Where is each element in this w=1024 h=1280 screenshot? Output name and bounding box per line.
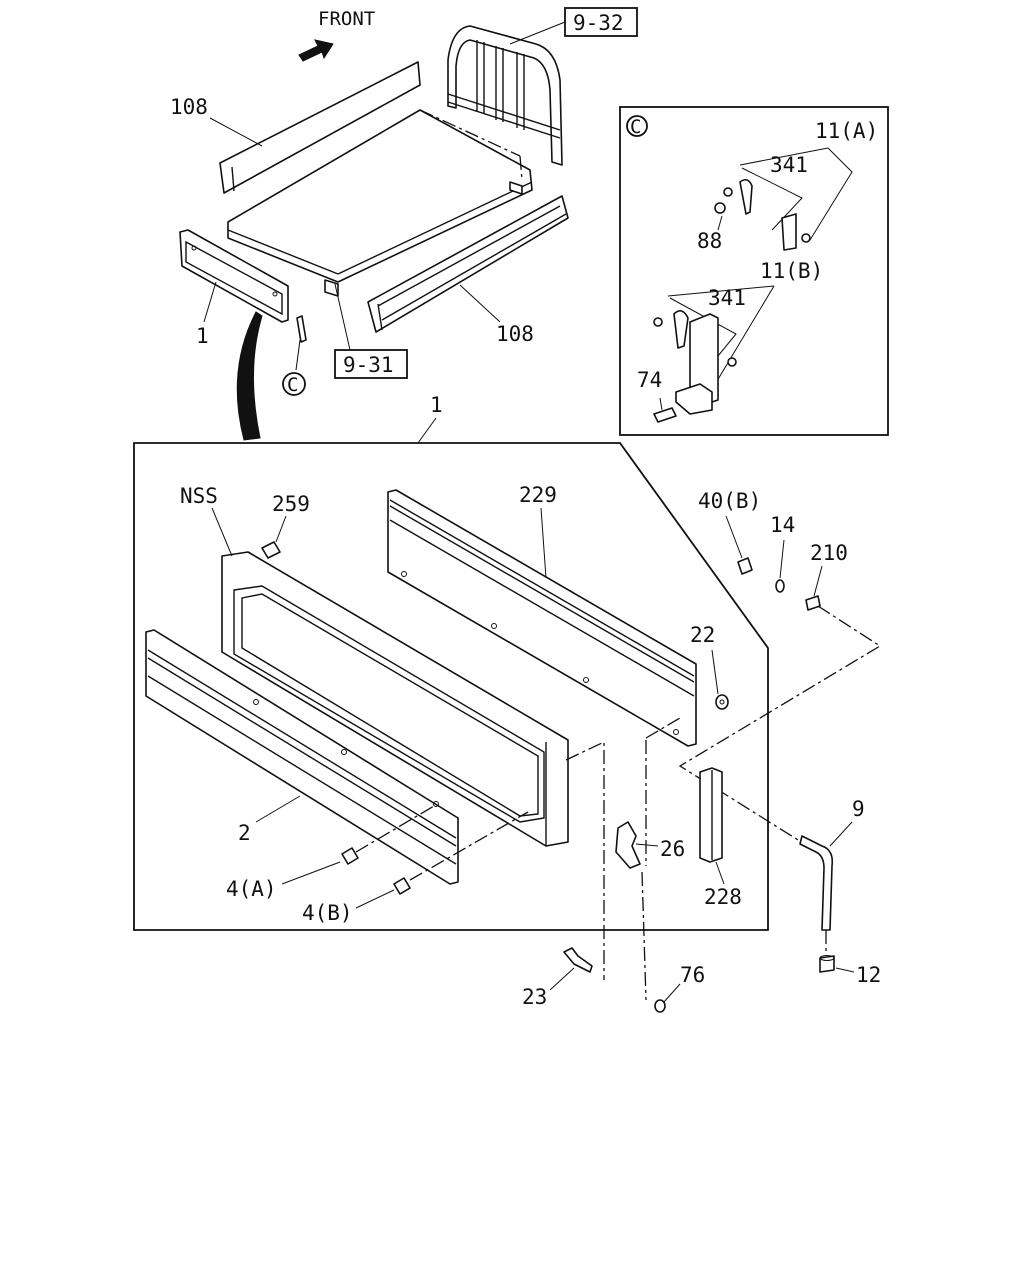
p210-label: 210: [810, 541, 848, 565]
detail-c-box: C 11(A) 341 88 11(B) 341 74: [619, 106, 889, 436]
p76-label: 76: [680, 963, 705, 987]
front-label: FRONT: [318, 8, 375, 30]
detail-c-label: C: [630, 116, 641, 138]
tailgate-small: 1 C: [179, 229, 307, 396]
ref-9-32-box: 9-32: [509, 7, 638, 45]
bracket-26: 26: [565, 717, 685, 1001]
enlarge-arrow-icon: [236, 311, 263, 441]
nss-label: NSS: [180, 484, 218, 508]
ref-9-32-label: 9-32: [573, 11, 624, 35]
p14-label: 14: [770, 513, 795, 537]
bolt-210: 210: [678, 541, 882, 861]
callout-c-top-label: C: [287, 374, 298, 396]
side-panel-left: 108: [170, 61, 421, 194]
nut-76: 76: [654, 963, 705, 1013]
nss-frame-part: NSS: [180, 484, 569, 847]
panel-2: 2: [145, 629, 459, 885]
c-88-label: 88: [697, 229, 722, 253]
part-108-right-label: 108: [496, 322, 534, 346]
p26-label: 26: [660, 837, 685, 861]
ref-9-31-label: 9-31: [343, 353, 394, 377]
front-arrow-icon: [298, 39, 334, 62]
part-108-left-label: 108: [170, 95, 208, 119]
c-11a-label: 11(A): [815, 119, 878, 143]
p259-label: 259: [272, 492, 310, 516]
p12-label: 12: [856, 963, 881, 987]
p9-label: 9: [852, 797, 865, 821]
c-341-bottom-label: 341: [708, 286, 746, 310]
post-228: 228: [699, 767, 742, 909]
pin-9: 9: [799, 797, 865, 956]
washer-14: 14: [770, 513, 795, 593]
bolt-23: 23: [522, 947, 593, 1009]
nut-40b: 40(B): [698, 489, 761, 575]
p4a-label: 4(A): [226, 877, 277, 901]
c-74-label: 74: [637, 368, 662, 392]
bolt-259: 259: [261, 492, 310, 559]
front-arrow-group: FRONT: [298, 8, 375, 62]
assy-1-label: 1: [430, 393, 443, 417]
nut-22: 22: [690, 623, 729, 710]
c-341-top-label: 341: [770, 153, 808, 177]
assembly-1-frame: 1: [133, 393, 769, 931]
deck-floor: [227, 109, 533, 297]
bolt-4a: 4(A): [226, 805, 435, 901]
side-panel-right: 108: [367, 195, 569, 346]
p229-label: 229: [519, 483, 557, 507]
p4b-label: 4(B): [302, 901, 353, 925]
p22-label: 22: [690, 623, 715, 647]
panel-229: 229: [387, 483, 697, 747]
cap-12: 12: [819, 955, 881, 987]
c-11b-label: 11(B): [760, 259, 823, 283]
p23-label: 23: [522, 985, 547, 1009]
ref-9-31-box: 9-31: [334, 283, 408, 379]
bolt-4b: 4(B): [302, 811, 529, 925]
p40b-label: 40(B): [698, 489, 761, 513]
p2-label: 2: [238, 821, 251, 845]
p228-label: 228: [704, 885, 742, 909]
part-1-top-label: 1: [196, 324, 209, 348]
headboard: [447, 25, 563, 166]
